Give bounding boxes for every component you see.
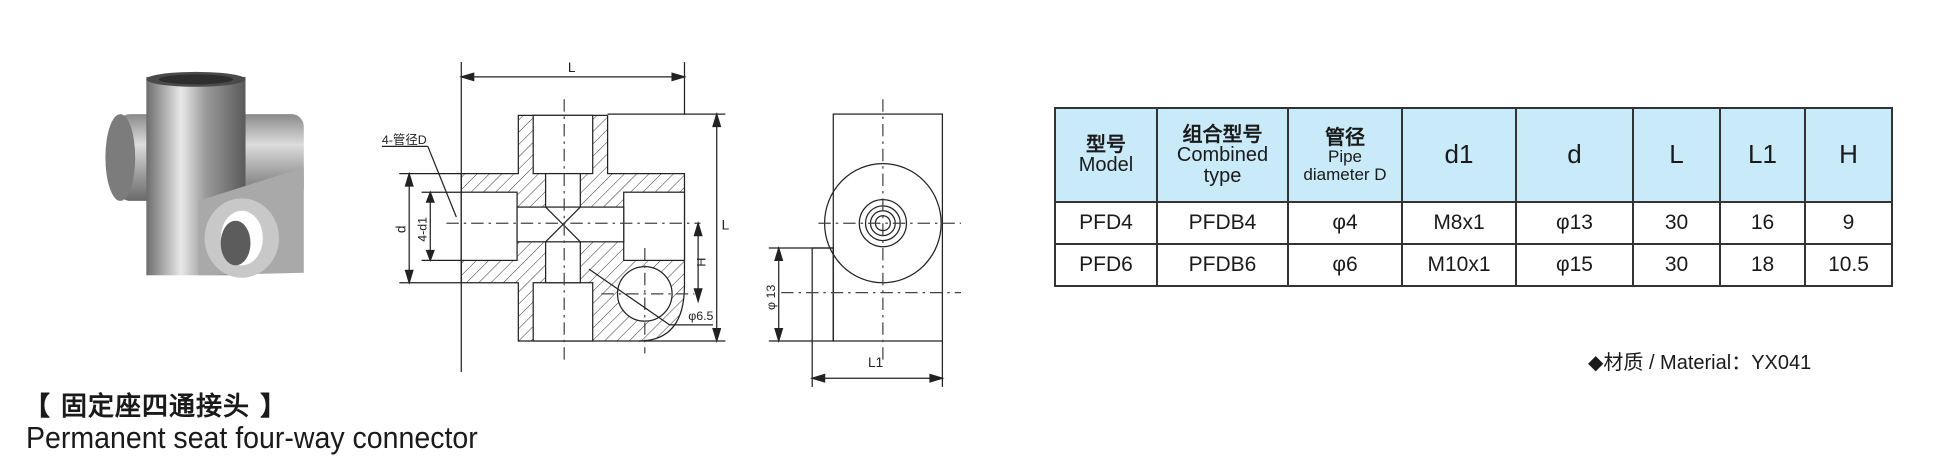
product-title-chinese: 【 固定座四通接头 】	[24, 392, 288, 422]
dim-L-top: L	[568, 60, 576, 75]
material-label-cn: 材质	[1603, 350, 1644, 374]
dim-phi13: φ 13	[764, 285, 778, 310]
cell-pipe-diameter: φ6	[1287, 243, 1403, 287]
material-value: YX041	[1751, 352, 1812, 374]
header-H: H	[1804, 107, 1893, 203]
table-row: PFD6 PFDB6 φ6 M10x1 φ15 30 18 10.5	[1054, 243, 1893, 287]
cell-model: PFD4	[1054, 201, 1158, 245]
hole-diameter-label: φ6.5	[688, 309, 713, 323]
header-L1: L1	[1719, 107, 1806, 203]
product-photo	[105, 71, 304, 278]
material-label-en: / Material：	[1643, 352, 1752, 374]
cell-d1: M8x1	[1401, 201, 1517, 245]
header-L: L	[1632, 107, 1721, 203]
cell-combined-type: PFDB4	[1156, 201, 1289, 245]
dim-d1: 4-d1	[416, 217, 430, 242]
cell-d1: M10x1	[1401, 243, 1517, 287]
dim-d: d	[393, 226, 408, 234]
cell-L1: 18	[1719, 243, 1806, 287]
cell-L: 30	[1632, 201, 1721, 245]
cell-d: φ13	[1515, 201, 1634, 245]
header-d1: d1	[1401, 107, 1517, 203]
dim-L-right: L	[722, 217, 730, 232]
cell-model: PFD6	[1054, 243, 1158, 287]
cell-combined-type: PFDB6	[1156, 243, 1289, 287]
cell-L1: 16	[1719, 201, 1806, 245]
side-view	[768, 99, 962, 387]
front-section-view	[381, 62, 726, 373]
dim-H: H	[695, 258, 709, 267]
material-note: ◆材质 / Material：YX041	[1588, 346, 1811, 375]
cell-d: φ15	[1515, 243, 1634, 287]
header-d: d	[1515, 107, 1634, 203]
cell-L: 30	[1632, 243, 1721, 287]
diamond-bullet-icon: ◆	[1588, 352, 1604, 374]
dim-L1: L1	[868, 355, 883, 370]
cell-H: 9	[1804, 201, 1893, 245]
cell-H: 10.5	[1804, 243, 1893, 287]
pipe-diameter-label: 4-管径D	[382, 132, 427, 147]
table-row: PFD4 PFDB4 φ4 M8x1 φ13 30 16 9	[1054, 201, 1893, 245]
product-title-english: Permanent seat four-way connector	[26, 420, 478, 455]
cell-pipe-diameter: φ4	[1287, 201, 1403, 245]
